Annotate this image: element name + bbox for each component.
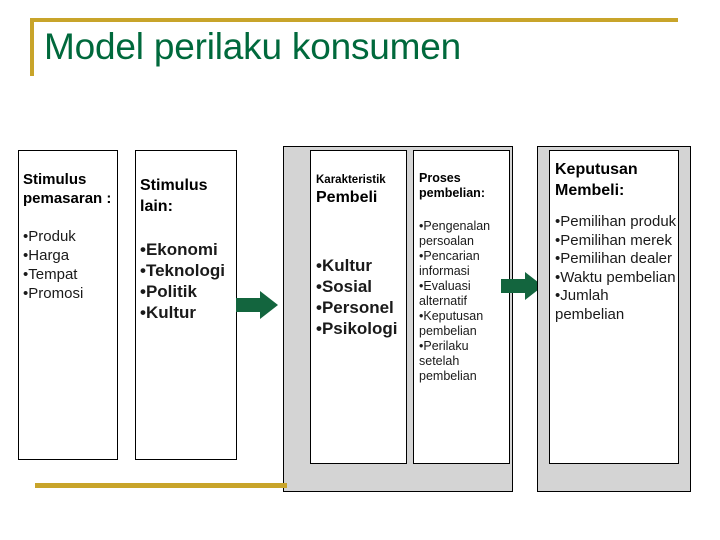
- list-item: •Tempat: [23, 266, 78, 283]
- list-item: •Ekonomi: [140, 240, 218, 259]
- title-rule-left: [30, 18, 34, 76]
- list-item: •Pengenalan persoalan: [419, 219, 491, 248]
- karakteristik-pembeli-header-small: Karakteristik: [316, 174, 386, 186]
- arrow-shaft: [236, 298, 262, 312]
- list-item: •Psikologi: [316, 319, 398, 338]
- title-rule-top: [30, 18, 678, 22]
- box-stimulus-pemasaran: Stimulus pemasaran : •Produk •Harga •Tem…: [18, 150, 118, 460]
- list-item: •Keputusan pembelian: [419, 309, 484, 338]
- box-proses-pembelian: Proses pembelian: •Pengenalan persoalan …: [413, 150, 510, 464]
- box-keputusan-membeli: Keputusan Membeli: •Pemilihan produk •Pe…: [549, 150, 679, 464]
- list-item: •Personel: [316, 298, 394, 317]
- list-item: •Waktu pembelian: [555, 268, 676, 286]
- keputusan-membeli-list: •Pemilihan produk •Pemilihan merek •Pemi…: [555, 213, 678, 324]
- list-item: •Pencarian informasi: [419, 249, 480, 278]
- list-item: •Evaluasi alternatif: [419, 279, 471, 308]
- stimulus-lain-header: Stimulus lain:: [140, 177, 208, 215]
- list-item: •Kultur: [140, 303, 196, 322]
- flow-arrow-right-icon: [236, 291, 280, 319]
- list-item: •Promosi: [23, 285, 84, 302]
- list-item: •Pemilihan produk: [555, 213, 677, 230]
- page-title: Model perilaku konsumen: [44, 26, 462, 67]
- list-item: •Sosial: [316, 277, 373, 296]
- box-stimulus-lain: Stimulus lain: •Ekonomi •Teknologi •Poli…: [135, 150, 237, 460]
- list-item: •Kultur: [316, 256, 372, 275]
- list-item: •Pemilihan merek: [555, 231, 672, 249]
- list-item: •Politik: [140, 282, 197, 301]
- list-item: •Harga: [23, 247, 70, 264]
- arrow-head: [260, 291, 278, 319]
- karakteristik-pembeli-header-large: Pembeli: [316, 189, 378, 206]
- list-item: •Pemilihan dealer: [555, 250, 672, 267]
- list-item: •Jumlah pembelian: [555, 287, 625, 323]
- bottom-accent-rule: [35, 483, 287, 488]
- karakteristik-pembeli-list: •Kultur •Sosial •Personel •Psikologi: [316, 255, 398, 339]
- list-item: •Perilaku setelah pembelian: [419, 339, 477, 383]
- proses-pembelian-list: •Pengenalan persoalan •Pencarian informa…: [419, 219, 509, 384]
- stimulus-pemasaran-list: •Produk •Harga •Tempat •Promosi: [23, 227, 83, 303]
- stimulus-lain-list: •Ekonomi •Teknologi •Politik •Kultur: [140, 239, 225, 323]
- list-item: •Teknologi: [140, 261, 225, 280]
- list-item: •Produk: [23, 228, 76, 245]
- arrow-shaft: [501, 279, 527, 293]
- keputusan-membeli-header: Keputusan Membeli:: [555, 161, 638, 199]
- stimulus-pemasaran-header: Stimulus pemasaran :: [23, 171, 112, 207]
- box-karakteristik-pembeli: Karakteristik Pembeli •Kultur •Sosial •P…: [310, 150, 407, 464]
- proses-pembelian-header: Proses pembelian:: [419, 171, 485, 200]
